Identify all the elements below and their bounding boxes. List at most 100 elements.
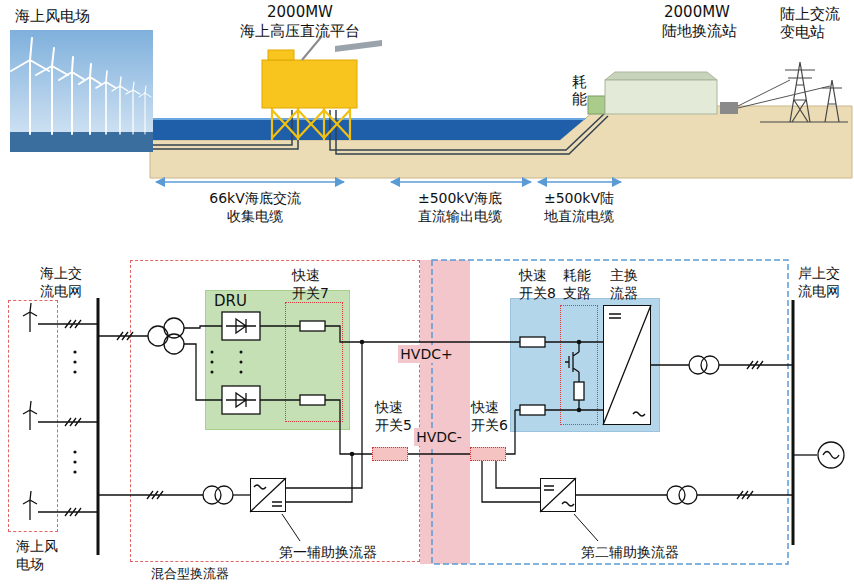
chopper-symbol	[565, 352, 579, 372]
wire	[23, 298, 844, 555]
node-label: 耗能 支路	[563, 266, 595, 302]
switch-symbol	[300, 321, 545, 415]
ellipsis-dots	[73, 450, 76, 453]
dc-line	[343, 341, 510, 342]
onshore-station	[588, 96, 605, 114]
offshore-platform	[272, 108, 350, 140]
diode-rectifier-symbol	[226, 393, 256, 407]
ellipsis-dots	[73, 350, 76, 353]
dc-wire	[260, 400, 372, 454]
node-label: 海上风 电场	[16, 537, 62, 573]
ellipsis-dots	[240, 351, 243, 354]
ellipsis-dots	[211, 351, 214, 354]
diode-rectifier-symbol	[222, 312, 260, 414]
capacity-label: 2000MW	[664, 3, 730, 21]
junction-dot	[350, 340, 582, 457]
turbine-symbol	[23, 303, 98, 520]
node-label: 主换 流器	[610, 266, 642, 302]
turbine-symbol	[23, 491, 98, 520]
offshore-platform	[272, 110, 350, 138]
wind-turbine	[112, 77, 128, 134]
node-label: 快速 开关8	[519, 266, 559, 302]
submarine-cable	[153, 110, 608, 154]
ellipsis-dots	[240, 371, 243, 374]
chopper-symbol	[574, 382, 584, 400]
switch-symbol	[300, 395, 325, 405]
wind-farm-photo	[10, 30, 153, 152]
ellipsis-dots	[211, 361, 214, 364]
wind-farm-photo	[10, 132, 153, 152]
ellipsis-dots	[73, 470, 76, 473]
switch-symbol	[300, 321, 325, 331]
transformer-symbol	[148, 326, 168, 346]
ac-source-symbol	[818, 442, 844, 468]
node-label: 混合型换流器	[151, 566, 229, 582]
seabed-ground	[150, 106, 852, 178]
transformer-symbol	[679, 486, 697, 504]
dc-wire	[286, 342, 362, 502]
sea	[150, 118, 585, 120]
bus-label: HVDC+	[398, 345, 454, 363]
leader-line	[574, 514, 598, 541]
sea	[150, 118, 586, 140]
substation-tower	[822, 80, 842, 122]
transformer-symbol	[651, 361, 793, 369]
site-label: 耗能	[572, 74, 587, 107]
dc-cable-band	[420, 260, 470, 564]
node-label: 快速 开关6	[471, 398, 511, 434]
grid-label: 海上交 流电网	[40, 264, 86, 300]
wind-turbine	[11, 38, 151, 134]
onshore-station	[605, 80, 717, 114]
dc-wire	[482, 461, 540, 502]
wind-turbine	[36, 48, 68, 134]
node-label: DRU	[214, 293, 247, 310]
site-label: 海上高压直流平台	[240, 22, 360, 40]
dc-wire	[506, 342, 603, 454]
transformer-symbol	[164, 318, 184, 338]
ellipsis-dots	[73, 360, 76, 363]
onshore-region-outline	[432, 260, 788, 564]
transformer-symbol	[98, 491, 203, 499]
span-arrow	[156, 181, 621, 183]
submarine-cable	[330, 110, 604, 150]
transformer-symbol	[233, 494, 250, 495]
onshore-station	[738, 80, 830, 108]
cable-label: 66kV海底交流 收集电缆	[205, 189, 305, 225]
ellipsis-dots	[73, 370, 76, 373]
wind-turbine	[139, 86, 151, 134]
node-label: 快速 开关5	[375, 398, 415, 434]
wind-turbine	[96, 71, 116, 134]
substation-tower	[760, 121, 848, 122]
onshore-station	[605, 72, 717, 80]
span-arrow	[538, 181, 621, 183]
site-label: 陆上交流 变电站	[780, 5, 846, 41]
substation-tower	[785, 62, 815, 122]
node-label: 快速 开关7	[292, 266, 332, 302]
transformer-symbol	[701, 356, 719, 374]
wind-turbine	[59, 57, 85, 134]
cable-label: ±500kV陆 地直流电缆	[537, 189, 621, 225]
submarine-cable	[336, 110, 608, 154]
converter-symbol	[250, 478, 286, 512]
diode-rectifier-symbol	[226, 319, 256, 333]
node-label: 第一辅助换流器	[279, 544, 377, 560]
hybrid-converter-box: 混合型换流器DRU快速 开关7快速 开关5第一辅助换流器	[130, 260, 420, 562]
site-label: 陆地换流站	[662, 22, 737, 40]
leader-line	[282, 514, 598, 541]
junction-dot	[350, 452, 355, 457]
switch-symbol	[520, 405, 545, 415]
grid-label: 岸上交 流电网	[798, 264, 844, 300]
transformer-symbol	[184, 326, 222, 400]
wind-farm-photo	[10, 30, 153, 152]
ellipsis-dots	[73, 460, 76, 463]
site-label: 海上风电场	[15, 7, 90, 25]
converter-symbol	[603, 305, 651, 425]
transformer-symbol	[98, 332, 148, 340]
wind-farm-box: 海上风 电场	[8, 300, 58, 532]
seabed-ground	[150, 106, 852, 178]
wind-turbine	[126, 82, 140, 134]
span-arrow	[391, 181, 531, 183]
transformer-symbol	[98, 318, 793, 504]
